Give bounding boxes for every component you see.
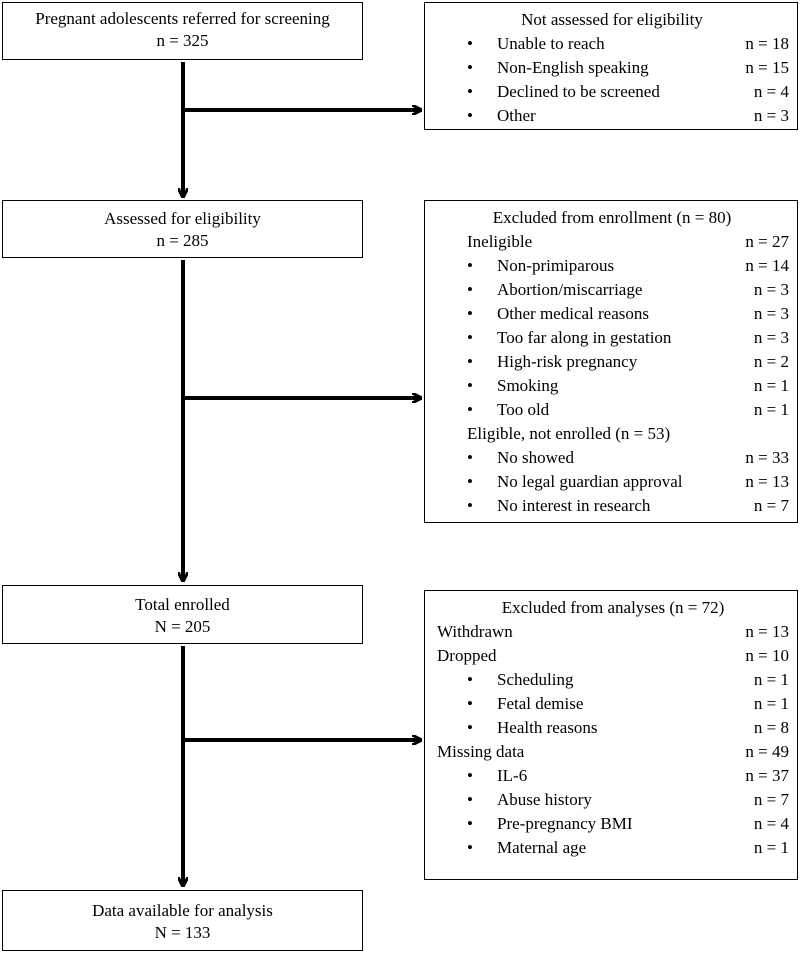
withdrawn-row: Withdrawn n = 13	[437, 622, 789, 641]
referred-title: Pregnant adolescents referred for screen…	[35, 9, 330, 28]
bullet-icon: •	[467, 352, 473, 371]
box-enrolled: Total enrolled N = 205	[2, 585, 363, 644]
bullet-icon: •	[467, 496, 473, 515]
list-item: •Unable to reach n = 18	[467, 32, 789, 56]
bullet-icon: •	[467, 82, 473, 101]
box-excluded-enrollment: Excluded from enrollment (n = 80) Inelig…	[424, 200, 798, 523]
bullet-icon: •	[467, 376, 473, 395]
bullet-icon: •	[467, 838, 473, 857]
bullet-icon: •	[467, 58, 473, 77]
bullet-icon: •	[467, 328, 473, 347]
enrolled-count: N = 205	[154, 617, 211, 636]
box-excluded-analyses: Excluded from analyses (n = 72) Withdraw…	[424, 590, 798, 880]
list-item: •Declined to be screened n = 4	[467, 80, 789, 104]
referred-count: n = 325	[156, 31, 209, 50]
bullet-icon: •	[467, 256, 473, 275]
data-available-title: Data available for analysis	[92, 901, 273, 920]
bullet-icon: •	[467, 766, 473, 785]
list-item: •Other n = 3	[467, 104, 789, 128]
bullet-icon: •	[467, 814, 473, 833]
box-not-assessed: Not assessed for eligibility •Unable to …	[424, 2, 798, 130]
excluded-analyses-title: Excluded from analyses (n = 72)	[501, 598, 725, 617]
bullet-icon: •	[467, 670, 473, 689]
ineligible-row: Ineligible n = 27	[467, 232, 789, 251]
data-available-count: N = 133	[154, 923, 211, 942]
assessed-title: Assessed for eligibility	[104, 209, 261, 228]
bullet-icon: •	[467, 790, 473, 809]
bullet-icon: •	[467, 304, 473, 323]
eligible-not-enrolled-label: Eligible, not enrolled (n = 53)	[467, 424, 671, 443]
excluded-enrollment-title: Excluded from enrollment (n = 80)	[492, 208, 732, 227]
assessed-count: n = 285	[156, 231, 209, 250]
bullet-icon: •	[467, 280, 473, 299]
bullet-icon: •	[467, 448, 473, 467]
list-item: •Non-English speaking n = 15	[467, 56, 789, 80]
box-data-available: Data available for analysis N = 133	[2, 890, 363, 951]
bullet-icon: •	[467, 718, 473, 737]
not-assessed-title: Not assessed for eligibility	[521, 10, 703, 29]
bullet-icon: •	[467, 106, 473, 125]
box-referred: Pregnant adolescents referred for screen…	[2, 2, 363, 60]
bullet-icon: •	[467, 34, 473, 53]
bullet-icon: •	[467, 694, 473, 713]
missing-data-row: Missing data n = 49	[437, 742, 789, 761]
bullet-icon: •	[467, 400, 473, 419]
bullet-icon: •	[467, 472, 473, 491]
enrolled-title: Total enrolled	[135, 595, 230, 614]
dropped-row: Dropped n = 10	[437, 646, 789, 665]
box-assessed: Assessed for eligibility n = 285	[2, 200, 363, 258]
